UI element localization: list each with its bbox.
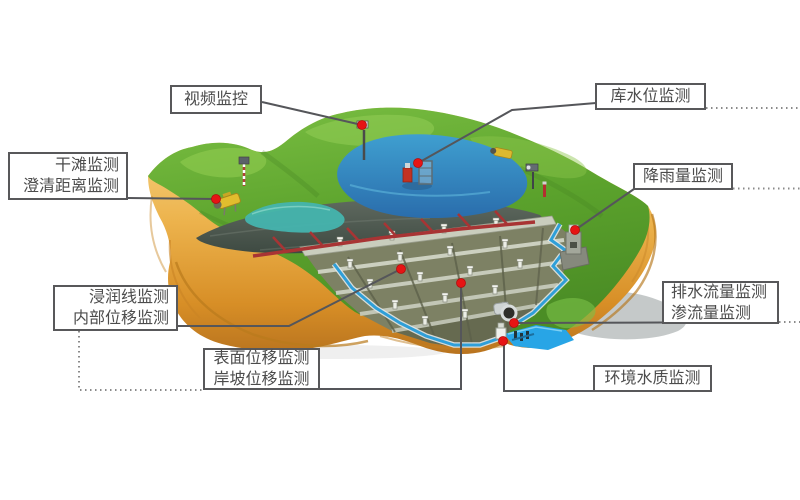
label-reservoir-water-level: 库水位监测 <box>595 83 706 110</box>
label-water-quality: 环境水质监测 <box>593 365 712 392</box>
label-rainfall: 降雨量监测 <box>633 163 733 190</box>
label-text: 澄清距离监测 <box>22 178 119 195</box>
marker-reservoir-level <box>413 158 423 168</box>
label-text: 降雨量监测 <box>642 168 723 185</box>
dotted-connectors <box>78 107 800 391</box>
marker-dry-beach <box>211 194 221 204</box>
marker-surface-displacement <box>456 278 466 288</box>
hill-station-pole-icon <box>238 156 250 186</box>
dry-beach-camera-icon <box>213 191 241 216</box>
discharge-pool <box>504 325 574 350</box>
label-phreatic-line: 浸润线监测 内部位移监测 <box>53 285 178 331</box>
marker-phreatic <box>396 264 406 274</box>
label-text: 渗流量监测 <box>671 304 752 322</box>
label-drainage-flow: 排水流量监测 渗流量监测 <box>662 281 779 324</box>
label-text: 库水位监测 <box>610 88 691 105</box>
water-level-gauge-icon <box>402 160 433 190</box>
label-video-surveillance: 视频监控 <box>170 85 262 114</box>
label-text: 干滩监测 <box>54 157 119 174</box>
leader-lines <box>127 101 663 392</box>
marker-rainfall <box>570 225 580 235</box>
label-text: 表面位移监测 <box>213 350 310 367</box>
seepage-culvert-icon <box>493 301 518 322</box>
hill-camera-icon <box>490 147 513 159</box>
marker-water-quality <box>498 336 508 346</box>
rain-gauge-tower-icon <box>559 224 590 271</box>
label-surface-displacement: 表面位移监测 岸坡位移监测 <box>203 348 320 390</box>
red-slurry-pipeline <box>252 210 536 258</box>
marker-video <box>357 120 367 130</box>
label-dry-beach: 干滩监测 澄清距离监测 <box>8 152 128 200</box>
label-text: 内部位移监测 <box>72 310 169 327</box>
marker-dots <box>211 120 580 346</box>
label-text: 视频监控 <box>183 91 248 108</box>
label-text: 排水流量监测 <box>671 283 768 301</box>
label-text: 岸坡位移监测 <box>213 371 310 388</box>
label-text: 环境水质监测 <box>604 370 701 387</box>
marker-drain-flow <box>509 318 519 328</box>
label-text: 浸润线监测 <box>88 289 169 306</box>
pole-camera-icon <box>525 163 539 189</box>
red-pole-gauge-icon <box>542 181 547 197</box>
